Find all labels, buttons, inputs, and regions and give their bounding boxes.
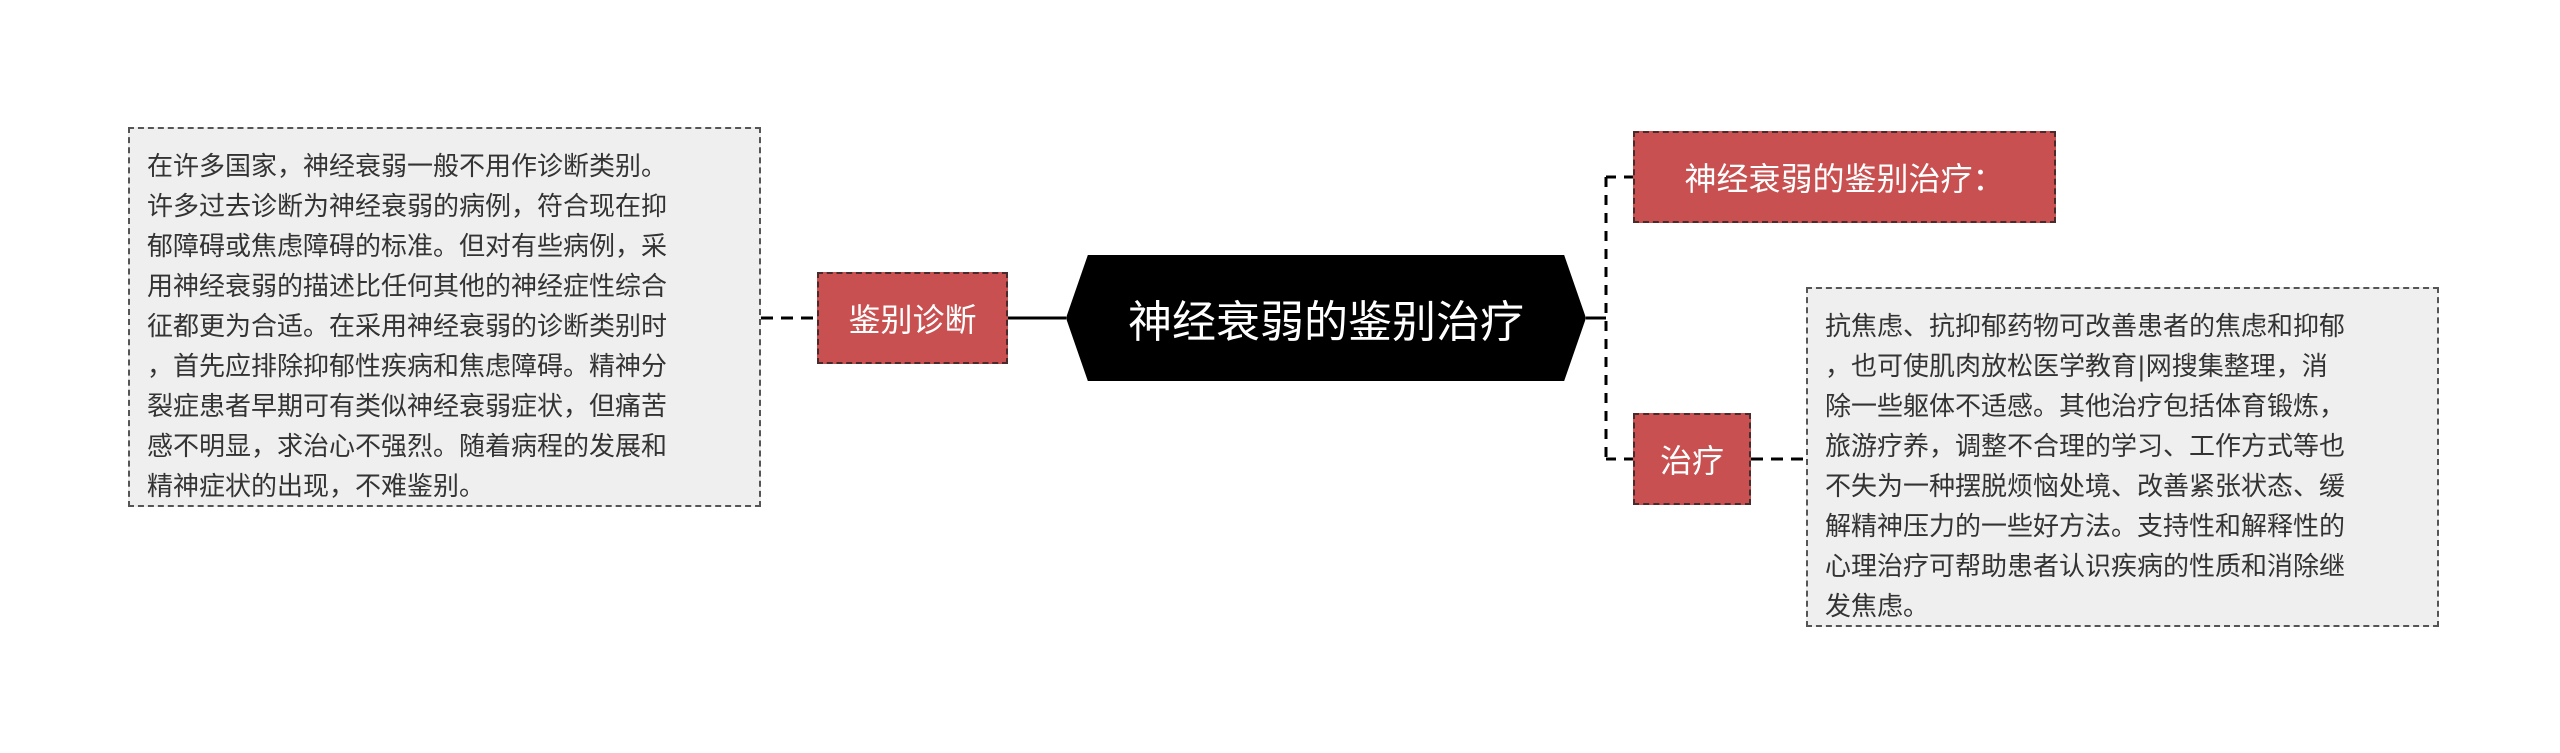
detail-line: 旅游疗养，调整不合理的学习、工作方式等也 [1825, 432, 2346, 462]
tag-label: 治疗 [1659, 442, 1724, 480]
tag-treatment[interactable]: 治疗 [1633, 413, 1751, 505]
detail-line: 裂症患者早期可有类似神经衰弱症状，但痛苦 [147, 392, 668, 422]
detail-line: 解精神压力的一些好方法。支持性和解释性的 [1825, 512, 2346, 542]
detail-line: 心理治疗可帮助患者认识疾病的性质和消除继 [1825, 552, 2346, 582]
detail-line: 用神经衰弱的描述比任何其他的神经症性综合 [147, 272, 668, 302]
detail-line: ，首先应排除抑郁性疾病和焦虑障碍。精神分 [147, 352, 668, 382]
detail-line: 在许多国家，神经衰弱一般不用作诊断类别。 [147, 152, 668, 182]
detail-line: 发焦虑。 [1825, 592, 1930, 622]
right-detail-box: 抗焦虑、抗抑郁药物可改善患者的焦虑和抑郁 ，也可使肌肉放松医学教育|网搜集整理，消… [1806, 287, 2439, 627]
tag-differential-treatment[interactable]: 神经衰弱的鉴别治疗： [1633, 131, 2056, 223]
detail-line: 感不明显，求治心不强烈。随着病程的发展和 [147, 432, 668, 462]
detail-line: ，也可使肌肉放松医学教育|网搜集整理，消 [1825, 352, 2328, 382]
detail-line: 除一些躯体不适感。其他治疗包括体育锻炼， [1825, 392, 2346, 422]
detail-line: 郁障碍或焦虑障碍的标准。但对有些病例，采 [147, 232, 668, 262]
tag-differential-diagnosis[interactable]: 鉴别诊断 [817, 272, 1008, 364]
tag-label: 神经衰弱的鉴别治疗： [1684, 160, 2005, 198]
tag-label: 鉴别诊断 [848, 301, 977, 339]
detail-line: 抗焦虑、抗抑郁药物可改善患者的焦虑和抑郁 [1825, 312, 2346, 342]
left-detail-box: 在许多国家，神经衰弱一般不用作诊断类别。许多过去诊断为神经衰弱的病例，符合现在抑… [128, 127, 761, 507]
central-topic-label: 神经衰弱的鉴别治疗 [1128, 297, 1524, 348]
detail-line: 许多过去诊断为神经衰弱的病例，符合现在抑 [147, 192, 668, 222]
detail-line: 不失为一种摆脱烦恼处境、改善紧张状态、缓 [1825, 472, 2346, 502]
central-topic[interactable]: 神经衰弱的鉴别治疗 [1066, 255, 1586, 381]
detail-line: 征都更为合适。在采用神经衰弱的诊断类别时 [147, 312, 668, 342]
detail-line: 精神症状的出现，不难鉴别。 [147, 472, 486, 502]
